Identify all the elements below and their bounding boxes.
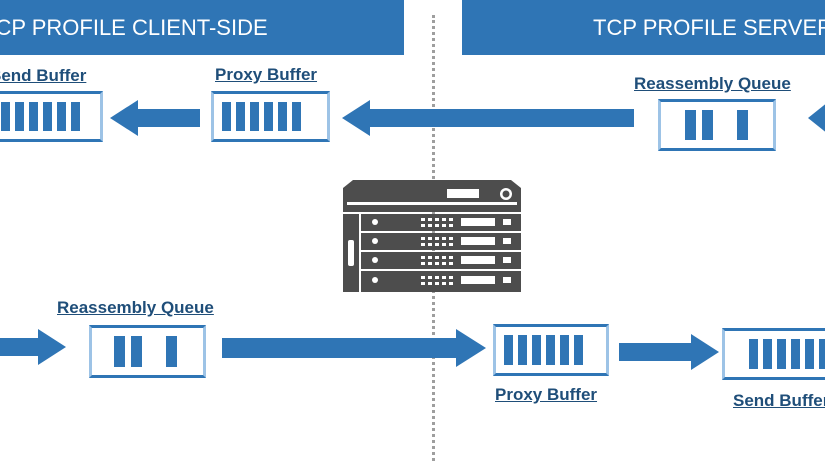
proxy-buffer-client-label: Proxy Buffer xyxy=(215,65,318,84)
server-appliance-icon xyxy=(343,180,521,292)
send-buffer-client-label: Send Buffer xyxy=(0,66,87,85)
send-buffer-server-label: Send Buffer xyxy=(733,391,825,410)
send-buffer-client xyxy=(0,91,103,142)
reassembly-queue-client-label: Reassembly Queue xyxy=(57,298,214,317)
arrow-right-incoming-client xyxy=(0,329,66,365)
reassembly-queue-client xyxy=(89,325,206,378)
server-side-header: TCP PROFILE SERVER-SIDE xyxy=(462,0,825,55)
client-side-header: TCP PROFILE CLIENT-SIDE xyxy=(0,0,404,55)
arrow-left-incoming-server xyxy=(808,104,825,132)
arrow-right-proxy-to-send-server xyxy=(619,334,719,370)
proxy-buffer-server-label: Proxy Buffer xyxy=(495,385,598,404)
arrow-left-reassembly-to-proxy xyxy=(342,100,634,136)
server-side-header-title: TCP PROFILE SERVER-SIDE xyxy=(593,15,825,40)
arrow-left-proxy-to-send-client xyxy=(110,100,200,136)
reassembly-queue-server-label: Reassembly Queue xyxy=(634,74,791,93)
client-side-header-title: TCP PROFILE CLIENT-SIDE xyxy=(0,15,268,40)
proxy-buffer-server xyxy=(493,324,609,376)
arrow-right-reassembly-to-proxy xyxy=(222,329,486,367)
proxy-buffer-client xyxy=(211,91,330,142)
reassembly-queue-server xyxy=(658,99,776,151)
send-buffer-server xyxy=(722,328,825,380)
